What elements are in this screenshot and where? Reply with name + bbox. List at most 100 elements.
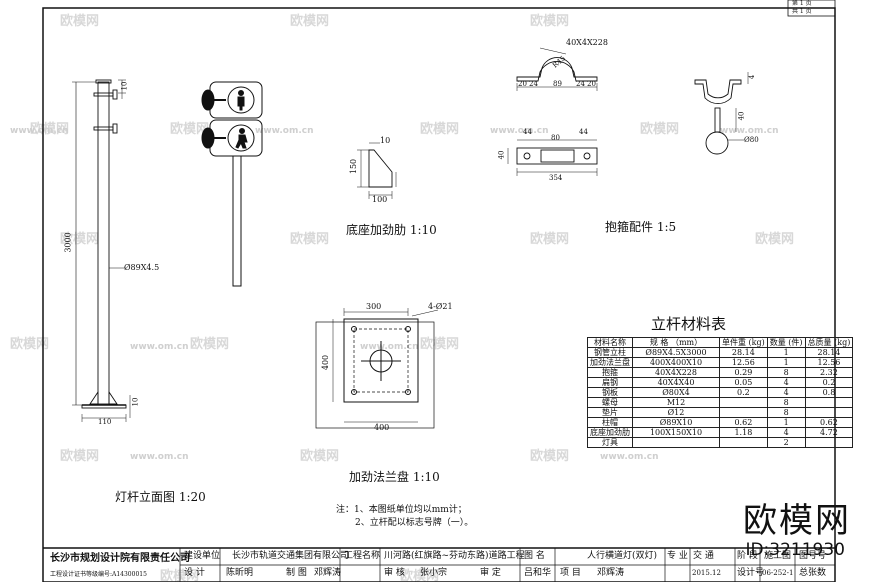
watermark-id: ID:3211930 [745, 540, 845, 560]
watermark: 欧模网 [170, 122, 210, 137]
pole-elevation [72, 79, 131, 422]
table-cell [804, 397, 854, 408]
table-cell: Ø12 [632, 407, 720, 418]
watermark: 欧模网 [290, 14, 330, 29]
major: 交 通 [693, 551, 714, 561]
table-cell: 4 [766, 427, 806, 438]
dim-washer-h: 40 [737, 111, 746, 121]
table-cell: 40X4X40 [632, 377, 720, 388]
table-header: 数量 (件) [766, 337, 806, 348]
table-cell: 28.14 [719, 347, 768, 358]
company-sub: 工程设计证书等级编号:A14300015 [50, 571, 147, 578]
dim-clamp-d3: 89 [553, 80, 562, 88]
note-2: 2、立杆配以标志号牌（一）。 [355, 518, 474, 528]
table-cell: 1.18 [719, 427, 768, 438]
watermark: 欧模网 [10, 337, 50, 352]
page-indicator-1: 第 1 页 [792, 0, 812, 7]
table-cell [719, 397, 768, 408]
dim-flange-w-top: 300 [366, 302, 382, 311]
dim-clamp-40: 40 [497, 150, 506, 160]
table-cell: 柱帽 [587, 417, 633, 428]
table-cell: 0.29 [719, 367, 768, 378]
dim-flange-h: 400 [321, 354, 331, 371]
dim-pole-height: 3000 [63, 232, 73, 253]
dim-rib-w: 100 [372, 195, 388, 204]
dim-rib-t: 10 [380, 136, 391, 145]
table-cell: 0.2 [804, 377, 854, 388]
table-cell: 0.05 [719, 377, 768, 388]
date: 2015.12 [692, 569, 721, 577]
dim-clamp-80: 80 [551, 134, 560, 142]
table-cell: 12.56 [804, 357, 854, 368]
table-cell: 扁钢 [587, 377, 633, 388]
table-cell [804, 437, 854, 448]
pm: 邓辉涛 [597, 568, 625, 578]
table-header: 材料名称 [587, 337, 633, 348]
dim-top-gap: 10 [120, 81, 129, 91]
table-cell: 40X4X228 [632, 367, 720, 378]
dim-clamp-spec: 40X4X228 [566, 38, 608, 47]
dim-clamp-d5: 20 [587, 80, 596, 88]
pm-label: 项 目 [560, 568, 581, 578]
dim-rib-h: 150 [349, 158, 359, 175]
watermark-url: www.om.cn [720, 126, 779, 136]
table-cell: M12 [632, 397, 720, 408]
watermark: 欧模网 [755, 232, 795, 247]
table-cell: 0.2 [719, 387, 768, 398]
build-unit-label: 建设单位 [184, 551, 221, 561]
company-name: 长沙市规划设计院有限责任公司 [50, 553, 190, 564]
table-cell: 4.72 [804, 427, 854, 438]
watermark: 欧模网 [60, 232, 100, 247]
table-header: 总质量 (kg) [804, 337, 854, 348]
design-label: 设 计 [184, 568, 205, 578]
dim-clamp-44a: 44 [523, 128, 532, 136]
design-no-label: 设计号 [737, 568, 765, 578]
watermark: 欧模网 [160, 569, 200, 584]
table-cell: 螺母 [587, 397, 633, 408]
major-label: 专 业 [667, 551, 688, 561]
dim-clamp-354: 354 [549, 174, 563, 182]
table-cell: 1 [766, 357, 806, 368]
caption-rib: 底座加劲肋 1:10 [346, 223, 437, 237]
table-cell: 0.62 [719, 417, 768, 428]
table-cell [632, 437, 720, 448]
flange-plate [315, 308, 439, 429]
drawing-name: 人行横道灯(双灯) [587, 551, 658, 561]
table-cell: 8 [766, 367, 806, 378]
watermark: 欧模网 [30, 122, 70, 137]
caption-elevation: 灯杆立面图 1:20 [115, 490, 206, 504]
reviewer: 张小宗 [420, 568, 448, 578]
clamp-top-view [516, 47, 598, 91]
table-cell: 4 [766, 387, 806, 398]
table-cell: 400X400X10 [632, 357, 720, 368]
watermark-url: www.om.cn [490, 126, 549, 136]
watermark: 欧模网 [640, 122, 680, 137]
table-header: 规 格 （mm） [632, 337, 720, 348]
watermark: 欧模网 [530, 232, 570, 247]
table-cell: 灯具 [587, 437, 633, 448]
project-label: 工程名称 [344, 551, 381, 561]
review-label: 审 核 [384, 568, 405, 578]
page-indicator-2: 共 1 页 [792, 8, 812, 15]
dim-clamp-d2: 24 [529, 80, 538, 88]
table-cell: 抱箍 [587, 367, 633, 378]
table-cell [719, 437, 768, 448]
table-cell: 12.56 [719, 357, 768, 368]
title-block-grid [43, 547, 835, 582]
table-header-row: 材料名称 规 格 （mm） 单件重 (kg) 数量 (件) 总质量 (kg) [587, 337, 854, 348]
chief-label: 总张数 [799, 568, 827, 578]
table-cell: 加劲法兰盘 [587, 357, 633, 368]
watermark: 欧模网 [530, 449, 570, 464]
table-cell: 1 [766, 347, 806, 358]
table-cell: 底座加劲肋 [587, 427, 633, 438]
draw-label: 制 图 [286, 568, 307, 578]
table-cell: 8 [766, 397, 806, 408]
dim-clamp-d4: 24 [576, 80, 585, 88]
table-cell: 8 [766, 407, 806, 418]
